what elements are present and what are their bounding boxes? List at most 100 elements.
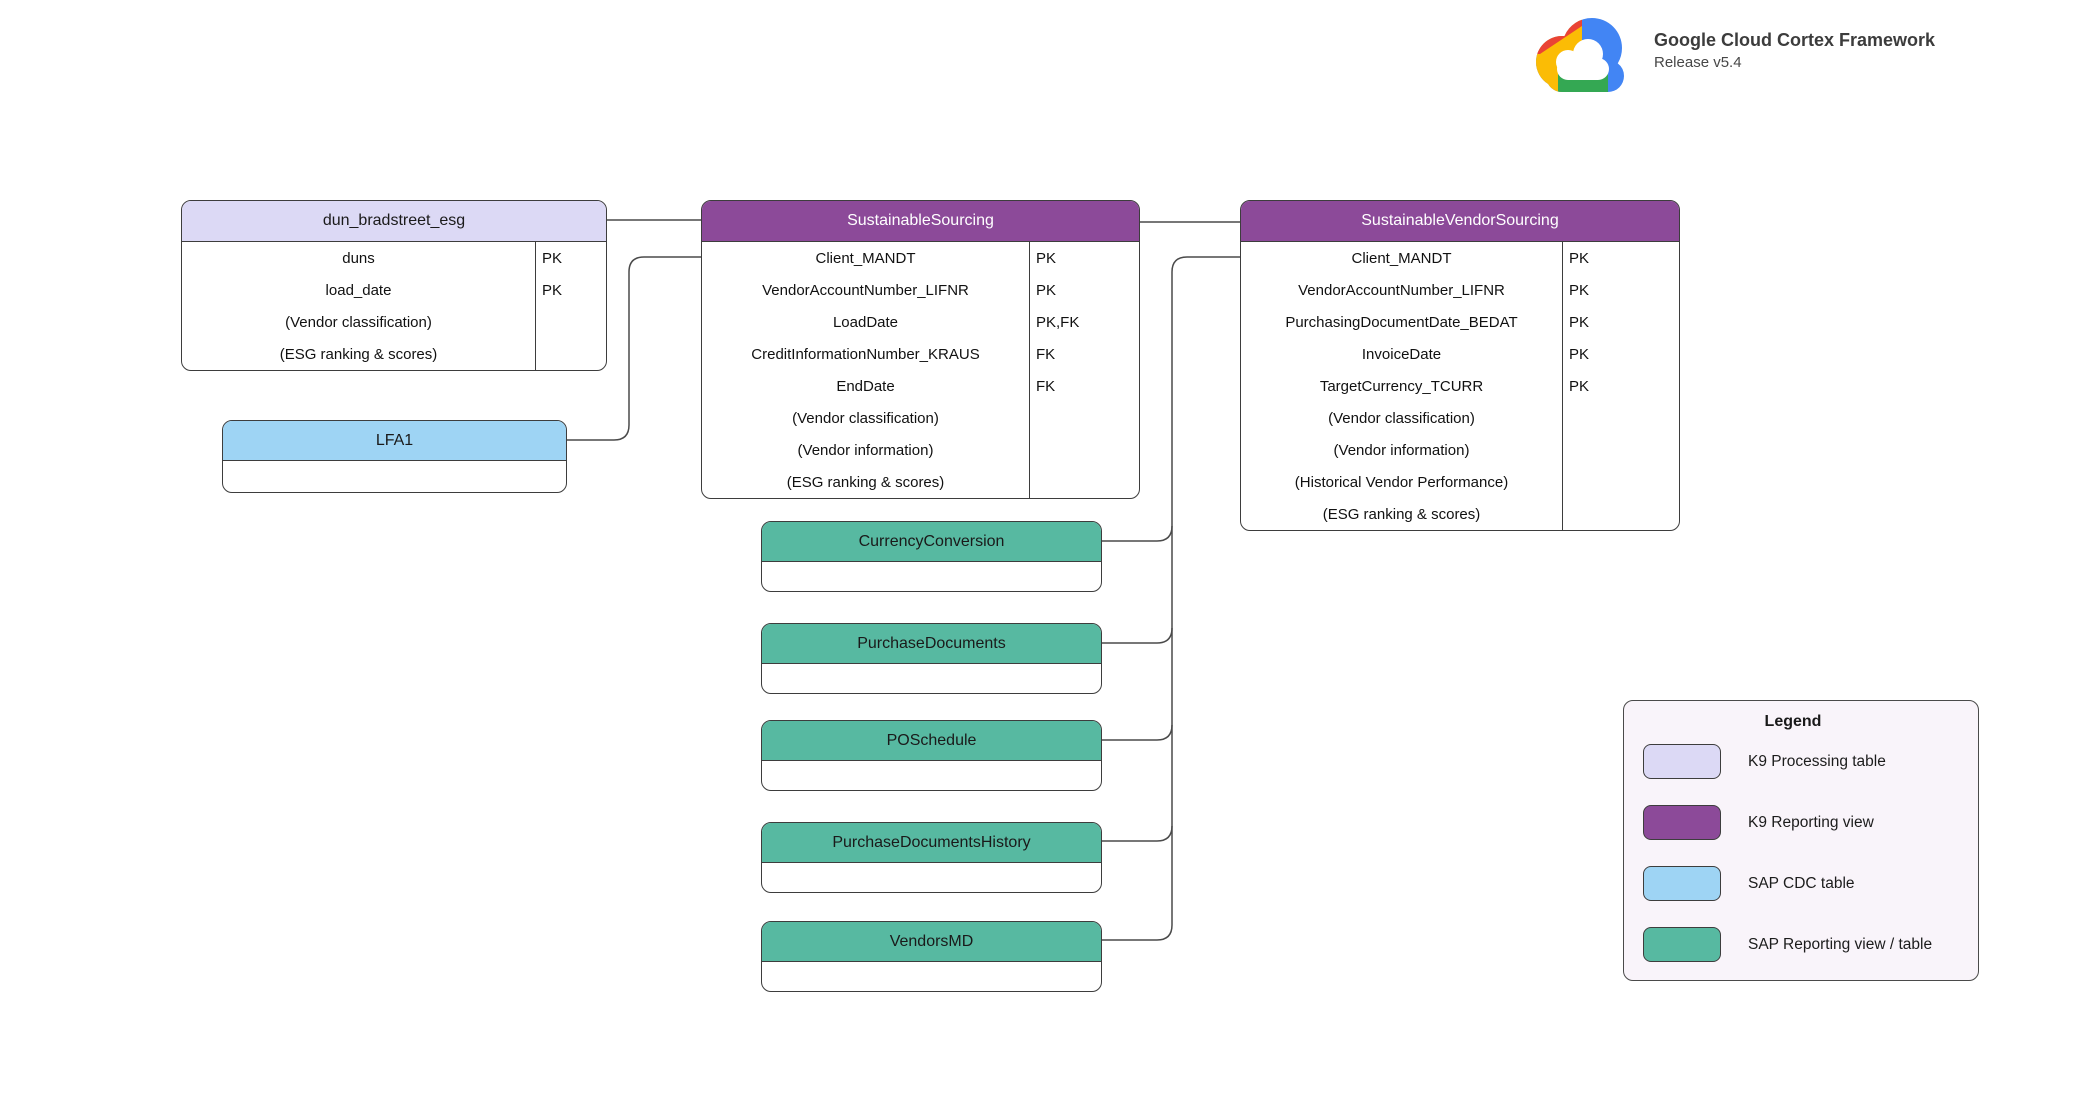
field-key [535, 306, 606, 338]
field-name: EndDate [836, 377, 895, 395]
entity-currency-conversion: CurrencyConversion [761, 521, 1102, 592]
entity-title: LFA1 [375, 431, 414, 449]
field-key: PK [535, 242, 606, 274]
field-row: (Vendor information) [1241, 434, 1679, 466]
field-key: PK [1029, 274, 1139, 306]
entity-header: dun_bradstreet_esg [182, 201, 606, 242]
entity-sustainable-vendor-sourcing: SustainableVendorSourcing Client_MANDT P… [1240, 200, 1680, 531]
field-row: VendorAccountNumber_LIFNR PK [1241, 274, 1679, 306]
connector-currencyconversion-branch [1102, 525, 1173, 542]
entity-body-empty [762, 761, 1101, 790]
field-row: EndDate FK [702, 370, 1139, 402]
field-row: (Vendor information) [702, 434, 1139, 466]
entity-title: CurrencyConversion [858, 532, 1005, 550]
entity-body-empty [762, 863, 1101, 892]
field-key: PK [535, 274, 606, 306]
entity-dun-bradstreet-esg: dun_bradstreet_esg duns PK load_date PK … [181, 200, 607, 371]
legend-label: SAP CDC table [1748, 874, 1855, 892]
legend-item: K9 Reporting view [1643, 805, 1978, 840]
logo-inner-cloud [1556, 39, 1609, 80]
entity-header: CurrencyConversion [762, 522, 1101, 562]
google-cloud-logo [1536, 18, 1624, 92]
field-key: PK [1029, 242, 1139, 274]
field-name: (ESG ranking & scores) [1322, 505, 1481, 523]
entity-title: PurchaseDocumentsHistory [832, 833, 1031, 851]
field-row: Client_MANDT PK [1241, 242, 1679, 274]
entity-title: POSchedule [886, 731, 977, 749]
field-name: Client_MANDT [815, 249, 916, 267]
field-name: (Vendor classification) [285, 313, 432, 331]
field-key [1029, 402, 1139, 434]
field-key: PK,FK [1029, 306, 1139, 338]
entity-title: dun_bradstreet_esg [322, 212, 466, 229]
field-row: VendorAccountNumber_LIFNR PK [702, 274, 1139, 306]
entity-header: SustainableSourcing [702, 201, 1139, 242]
entity-body-empty [762, 664, 1101, 693]
entity-sustainable-sourcing: SustainableSourcing Client_MANDT PK Vend… [701, 200, 1140, 499]
field-name: VendorAccountNumber_LIFNR [1298, 281, 1505, 299]
field-row: Client_MANDT PK [702, 242, 1139, 274]
field-name: (ESG ranking & scores) [279, 345, 438, 363]
entity-po-schedule: POSchedule [761, 720, 1102, 791]
field-key: PK [1562, 242, 1679, 274]
legend-swatch-k9-processing-table [1643, 744, 1721, 779]
entity-title: SustainableVendorSourcing [1361, 212, 1559, 229]
field-name: load_date [325, 281, 392, 299]
field-name: CreditInformationNumber_KRAUS [751, 345, 980, 363]
legend-label: SAP Reporting view / table [1748, 935, 1933, 953]
field-key: FK [1029, 370, 1139, 402]
legend-swatch-k9-reporting-view [1643, 805, 1721, 840]
field-name: InvoiceDate [1361, 345, 1442, 363]
field-row: (Vendor classification) [182, 306, 606, 338]
field-key [1562, 434, 1679, 466]
legend-swatch-sap-cdc-table [1643, 866, 1721, 901]
field-row: (Vendor classification) [1241, 402, 1679, 434]
field-row: (ESG ranking & scores) [1241, 498, 1679, 530]
legend-item: K9 Processing table [1643, 744, 1978, 779]
field-row: (ESG ranking & scores) [182, 338, 606, 370]
field-name: Client_MANDT [1351, 249, 1452, 267]
field-name: (Vendor classification) [792, 409, 939, 427]
connector-poschedule-branch [1102, 724, 1173, 741]
field-name: TargetCurrency_TCURR [1319, 377, 1484, 395]
field-name: LoadDate [832, 313, 899, 331]
entity-header: LFA1 [223, 421, 566, 461]
entity-body-empty [762, 562, 1101, 591]
field-row: LoadDate PK,FK [702, 306, 1139, 338]
field-key [1029, 466, 1139, 498]
connector-purchasedocumentshistory-branch [1102, 825, 1173, 842]
entity-purchase-documents: PurchaseDocuments [761, 623, 1102, 694]
field-row: (ESG ranking & scores) [702, 466, 1139, 498]
legend-item: SAP CDC table [1643, 866, 1978, 901]
legend-title: Legend [1764, 713, 1822, 730]
field-row: load_date PK [182, 274, 606, 306]
entity-body-empty [223, 461, 566, 492]
page-title: Google Cloud Cortex Framework [1654, 30, 1936, 50]
field-row: CreditInformationNumber_KRAUS FK [702, 338, 1139, 370]
legend-label: K9 Reporting view [1748, 813, 1874, 831]
entity-title: SustainableSourcing [847, 212, 994, 229]
field-key: PK [1562, 306, 1679, 338]
entity-header: PurchaseDocumentsHistory [762, 823, 1101, 863]
field-row: InvoiceDate PK [1241, 338, 1679, 370]
field-key [1562, 402, 1679, 434]
field-key: PK [1562, 370, 1679, 402]
field-name: (Vendor information) [797, 441, 934, 459]
field-name: (Vendor information) [1333, 441, 1470, 459]
legend-swatch-sap-reporting-view-table [1643, 927, 1721, 962]
legend-item: SAP Reporting view / table [1643, 927, 1978, 962]
entity-lfa1: LFA1 [222, 420, 567, 493]
field-name: duns [342, 249, 375, 267]
field-key [535, 338, 606, 370]
entity-header: SustainableVendorSourcing [1241, 201, 1679, 242]
field-key: PK [1562, 338, 1679, 370]
brand-header: Google Cloud Cortex Framework Release v5… [1530, 8, 1935, 94]
entity-header: POSchedule [762, 721, 1101, 761]
field-name: (Vendor classification) [1328, 409, 1475, 427]
field-name: PurchasingDocumentDate_BEDAT [1285, 313, 1518, 331]
field-row: (Historical Vendor Performance) [1241, 466, 1679, 498]
field-key [1029, 434, 1139, 466]
entity-purchase-documents-history: PurchaseDocumentsHistory [761, 822, 1102, 893]
release-version: Release v5.4 [1654, 54, 1742, 71]
legend-label: K9 Processing table [1748, 752, 1886, 770]
